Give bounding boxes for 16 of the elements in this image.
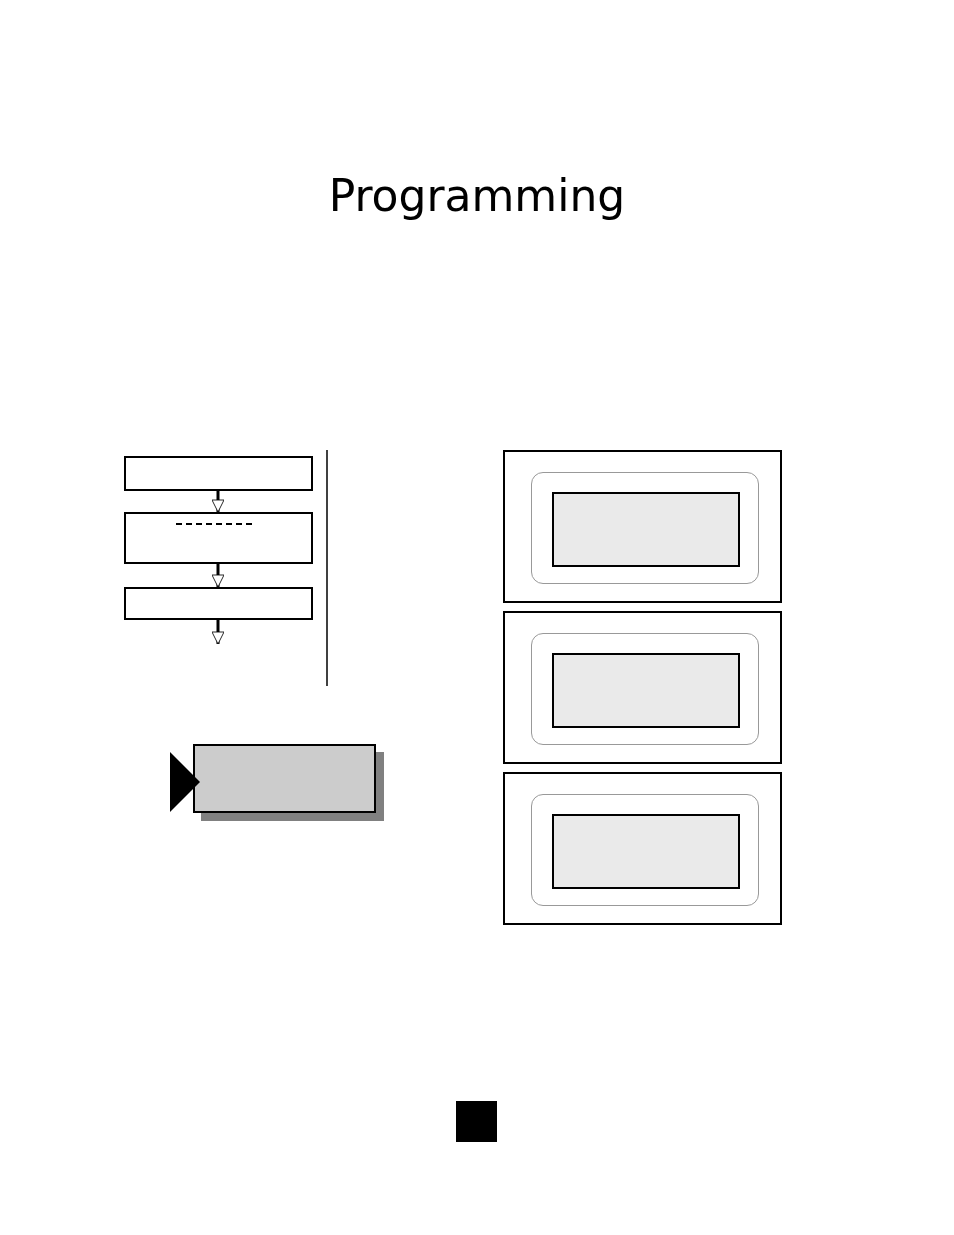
display-frame [503, 450, 782, 603]
step-box [124, 587, 313, 620]
arrow [211, 620, 225, 645]
step-box [124, 512, 313, 564]
page-title: Programming [327, 169, 627, 223]
display-bezel [531, 472, 759, 584]
display-screen [552, 492, 740, 567]
display-bezel [531, 794, 759, 906]
display-bezel [531, 633, 759, 745]
arrow [211, 564, 225, 588]
display-screen [552, 814, 740, 889]
display-frame [503, 611, 782, 764]
display-screen [552, 653, 740, 728]
step-box [124, 456, 313, 491]
arrow [211, 491, 225, 513]
display-frame [503, 772, 782, 925]
